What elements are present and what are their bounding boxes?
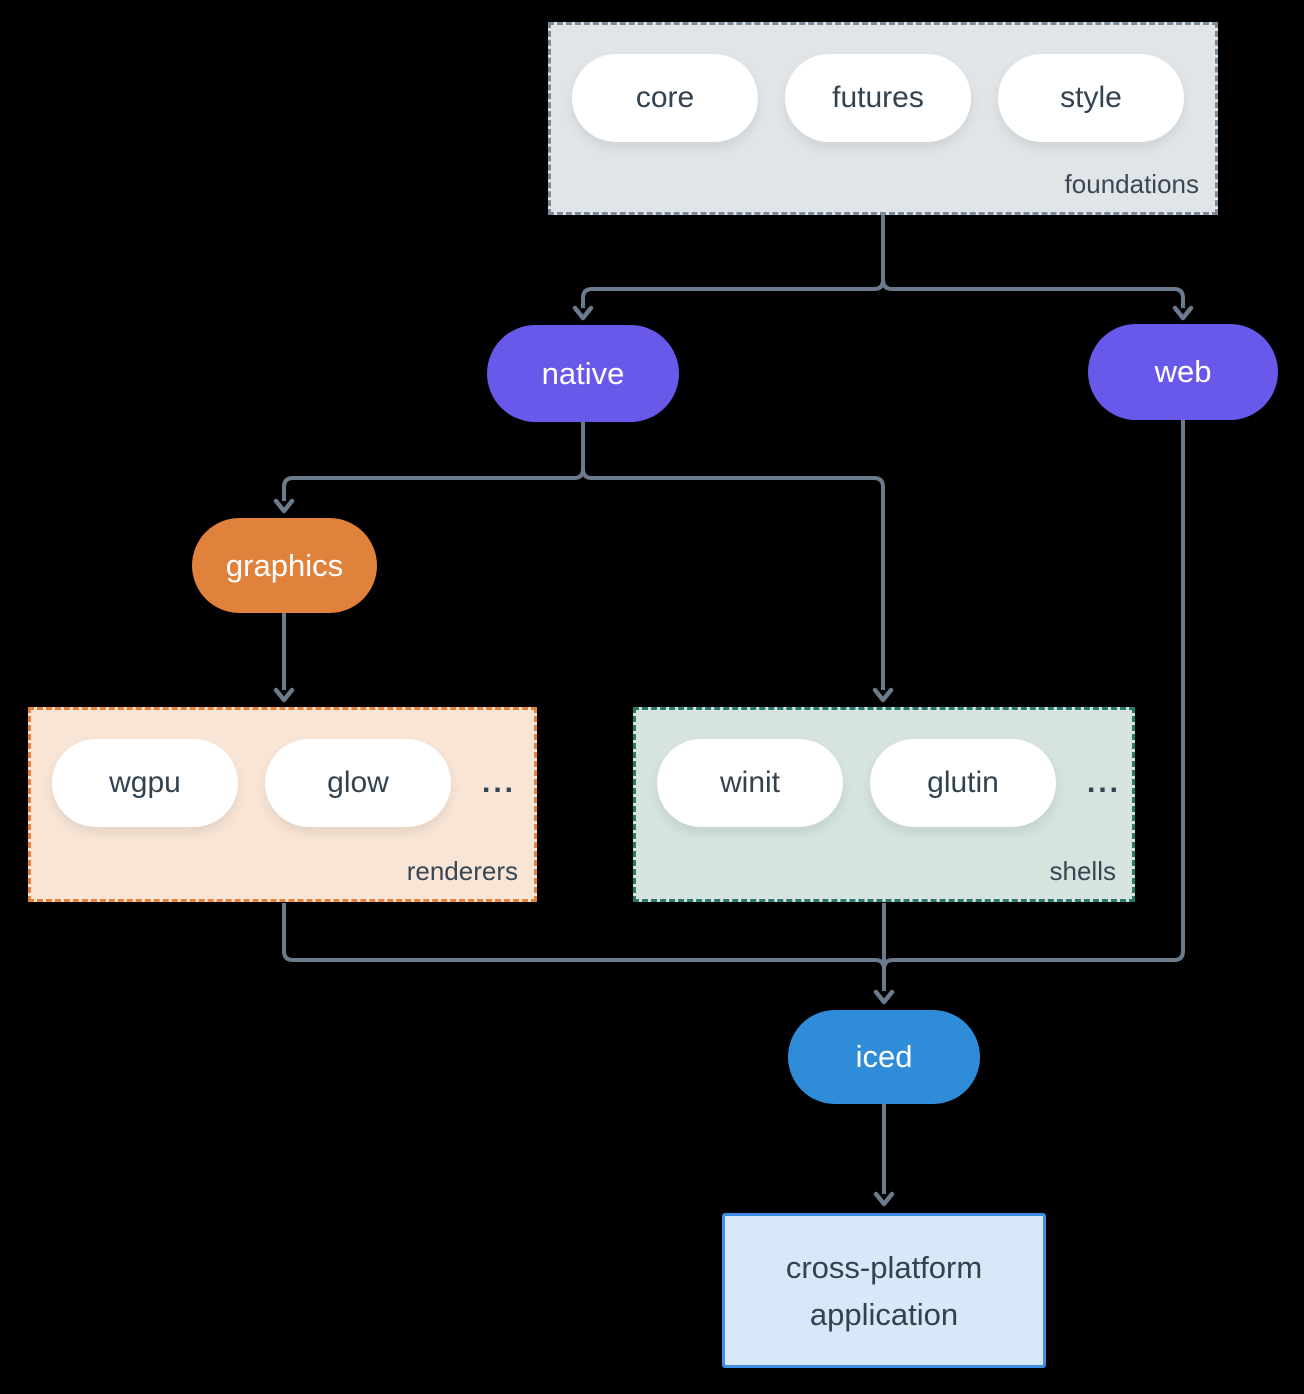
- application-label-line2: application: [809, 1296, 959, 1332]
- shells-pill-row: winit glutin ...: [657, 739, 1121, 827]
- shells-label: shells: [1049, 856, 1116, 886]
- pill-winit: winit: [657, 739, 843, 827]
- node-iced: iced: [788, 1010, 980, 1104]
- pill-glow: glow: [265, 739, 451, 827]
- foundations-label: foundations: [1064, 169, 1199, 199]
- pill-style: style: [998, 54, 1184, 142]
- foundations-group: core futures style foundations: [548, 22, 1218, 215]
- connector-native-graphics: [282, 422, 585, 501]
- pill-core: core: [572, 54, 758, 142]
- shells-ellipsis: ...: [1087, 766, 1122, 799]
- arrowhead-renderers: [273, 687, 295, 703]
- arrowhead-iced: [873, 989, 895, 1005]
- foundations-pill-row: core futures style: [572, 54, 1184, 142]
- node-web: web: [1088, 324, 1278, 420]
- connector-web-iced: [882, 420, 1185, 991]
- connector-renderers-iced: [282, 903, 886, 991]
- pill-wgpu: wgpu: [52, 739, 238, 827]
- renderers-label: renderers: [406, 856, 518, 886]
- connector-foundations-web: [881, 215, 1185, 308]
- connector-foundations-native: [581, 215, 885, 308]
- pill-glutin: glutin: [870, 739, 1056, 827]
- application-box: cross-platform application: [722, 1213, 1046, 1368]
- pill-futures: futures: [785, 54, 971, 142]
- arrowhead-native: [572, 305, 594, 321]
- renderers-pill-row: wgpu glow ...: [52, 739, 516, 827]
- renderers-ellipsis: ...: [482, 766, 517, 799]
- arrowhead-graphics: [273, 498, 295, 514]
- shells-group: winit glutin ... shells: [633, 707, 1135, 902]
- renderers-group: wgpu glow ... renderers: [28, 707, 537, 902]
- arrowhead-application: [873, 1191, 895, 1207]
- node-native: native: [487, 325, 679, 422]
- application-label-line1: cross-platform: [785, 1249, 983, 1285]
- arrowhead-web: [1172, 305, 1194, 321]
- arrowhead-shells: [872, 687, 894, 703]
- connector-native-shells: [581, 422, 885, 690]
- node-graphics: graphics: [192, 518, 377, 613]
